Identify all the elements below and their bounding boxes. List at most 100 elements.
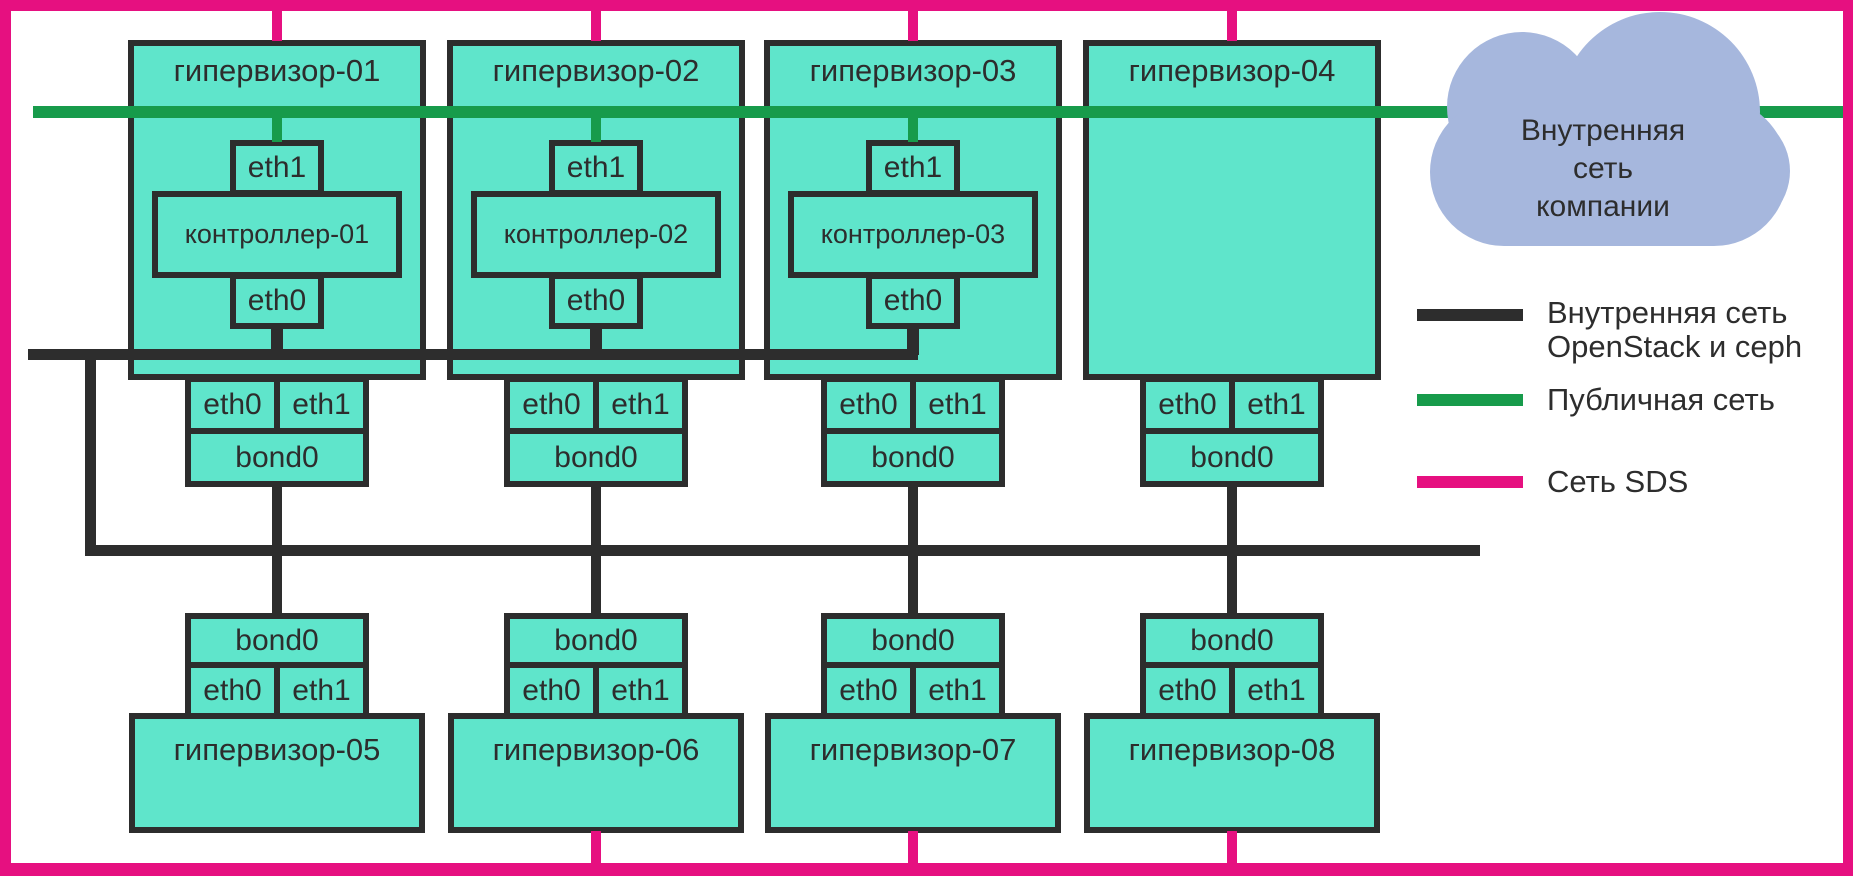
hypervisor-06-bond0-label: bond0 [554,623,638,657]
legend-swatch-public [1417,394,1523,406]
public-stub-1 [272,117,282,142]
hypervisor-08-eth1-box: eth1 [1229,662,1324,719]
hypervisor-04-eth0-label: eth0 [1158,388,1217,421]
bond-drop-3 [908,485,918,615]
hypervisor-06-label: гипервизор-06 [492,732,700,767]
legend-label-internal: Внутренняя сеть OpenStack и ceph [1547,295,1803,364]
hypervisor-07-eth1-label: eth1 [928,673,987,707]
bond-drop-1 [272,485,282,615]
hypervisor-01-bond0-box: bond0 [185,428,369,487]
cloud-shape [1430,98,1788,246]
public-stub-3 [908,117,918,142]
hypervisor-02-eth1-box: eth1 [593,376,688,434]
controller-02-eth0-label: eth0 [566,284,626,317]
hypervisor-07-eth1-box: eth1 [910,662,1005,719]
hypervisor-08-box: гипервизор-08 [1084,713,1380,833]
controller-02-eth1-label: eth1 [566,151,626,184]
hypervisor-08-eth0-box: eth0 [1140,662,1235,719]
controller-02-eth0-box: eth0 [549,273,643,329]
hypervisor-07-label: гипервизор-07 [809,732,1017,767]
hypervisor-07-bond0-box: bond0 [821,613,1005,668]
public-network-line [33,106,1843,118]
legend-label-public: Публичная сеть [1547,382,1775,417]
hypervisor-01-eth1-label: eth1 [292,388,351,421]
hypervisor-03-eth1-box: eth1 [910,376,1005,434]
controller-01-box: контроллер-01 [152,191,402,278]
hypervisor-02-eth0-label: eth0 [522,388,581,421]
hypervisor-05-bond0-box: bond0 [185,613,369,668]
hypervisor-02-bond0-label: bond0 [554,440,638,474]
hypervisor-04-label: гипервизор-04 [1128,53,1336,88]
sds-frame-top [0,0,1853,11]
hypervisor-06-bond0-box: bond0 [504,613,688,668]
internal-network-line-lower [85,545,1480,556]
controller-03-label: контроллер-03 [820,219,1006,249]
sds-stub-bottom-2 [591,831,601,863]
controller-01-eth1-box: eth1 [230,140,324,196]
hypervisor-06-box: гипервизор-06 [448,713,744,833]
controller-03-eth0-label: eth0 [883,284,943,317]
sds-frame-left [0,0,11,876]
hypervisor-04-bond0-box: bond0 [1140,428,1324,487]
hypervisor-06-eth1-box: eth1 [593,662,688,719]
hypervisor-05-box: гипервизор-05 [129,713,425,833]
controller-01-label: контроллер-01 [184,219,370,249]
hypervisor-06-eth0-box: eth0 [504,662,599,719]
bond-drop-4 [1227,485,1237,615]
hypervisor-05-bond0-label: bond0 [235,623,319,657]
internal-network-riser [85,349,96,556]
hypervisor-08-bond0-box: bond0 [1140,613,1324,668]
hypervisor-04-eth1-box: eth1 [1229,376,1324,434]
bond-drop-2 [591,485,601,615]
hypervisor-01-eth0-box: eth0 [185,376,280,434]
hypervisor-02-eth1-label: eth1 [611,388,670,421]
hypervisor-05-label: гипервизор-05 [173,732,381,767]
hypervisor-02-label: гипервизор-02 [492,53,700,88]
hypervisor-01-eth1-box: eth1 [274,376,369,434]
sds-stub-bottom-4 [1227,831,1237,863]
controller-02-box: контроллер-02 [471,191,721,278]
hypervisor-08-eth1-label: eth1 [1247,673,1306,707]
hypervisor-08-bond0-label: bond0 [1190,623,1274,657]
hypervisor-05-eth1-label: eth1 [292,673,351,707]
controller-03-box: контроллер-03 [788,191,1038,278]
hypervisor-04-eth1-label: eth1 [1247,388,1306,421]
sds-stub-top-3 [908,11,918,41]
controller-03-eth0-box: eth0 [866,273,960,329]
hypervisor-06-eth0-label: eth0 [522,673,581,707]
hypervisor-01-eth0-label: eth0 [203,388,262,421]
hypervisor-03-bond0-box: bond0 [821,428,1005,487]
hypervisor-03-eth0-box: eth0 [821,376,916,434]
legend-swatch-internal [1417,309,1523,321]
controller-02-eth1-box: eth1 [549,140,643,196]
hypervisor-08-label: гипервизор-08 [1128,732,1336,767]
hypervisor-02-bond0-box: bond0 [504,428,688,487]
hypervisor-07-bond0-label: bond0 [871,623,955,657]
company-network-cloud-label: Внутренняя сеть компании [1520,114,1686,223]
legend-swatch-sds [1417,476,1523,488]
sds-stub-top-2 [591,11,601,41]
hypervisor-07-eth0-label: eth0 [839,673,898,707]
controller-01-eth0-box: eth0 [230,273,324,329]
legend-label-sds: Сеть SDS [1547,464,1689,499]
controller-01-eth0-label: eth0 [247,284,307,317]
controller-02-label: контроллер-02 [503,219,689,249]
sds-stub-top-4 [1227,11,1237,41]
hypervisor-05-eth1-box: eth1 [274,662,369,719]
internal-stub-3 [907,327,919,355]
hypervisor-04-eth0-box: eth0 [1140,376,1235,434]
hypervisor-07-eth0-box: eth0 [821,662,916,719]
hypervisor-05-eth0-box: eth0 [185,662,280,719]
sds-frame-right [1843,0,1853,876]
controller-01-eth1-label: eth1 [247,151,307,184]
hypervisor-04-box: гипервизор-04 [1083,40,1381,380]
hypervisor-01-label: гипервизор-01 [173,53,381,88]
controller-03-eth1-box: eth1 [866,140,960,196]
hypervisor-07-box: гипервизор-07 [765,713,1061,833]
sds-frame-bottom [0,863,1853,876]
hypervisor-03-eth0-label: eth0 [839,388,898,421]
hypervisor-05-eth0-label: eth0 [203,673,262,707]
hypervisor-04-bond0-label: bond0 [1190,440,1274,474]
sds-stub-top-1 [272,11,282,41]
